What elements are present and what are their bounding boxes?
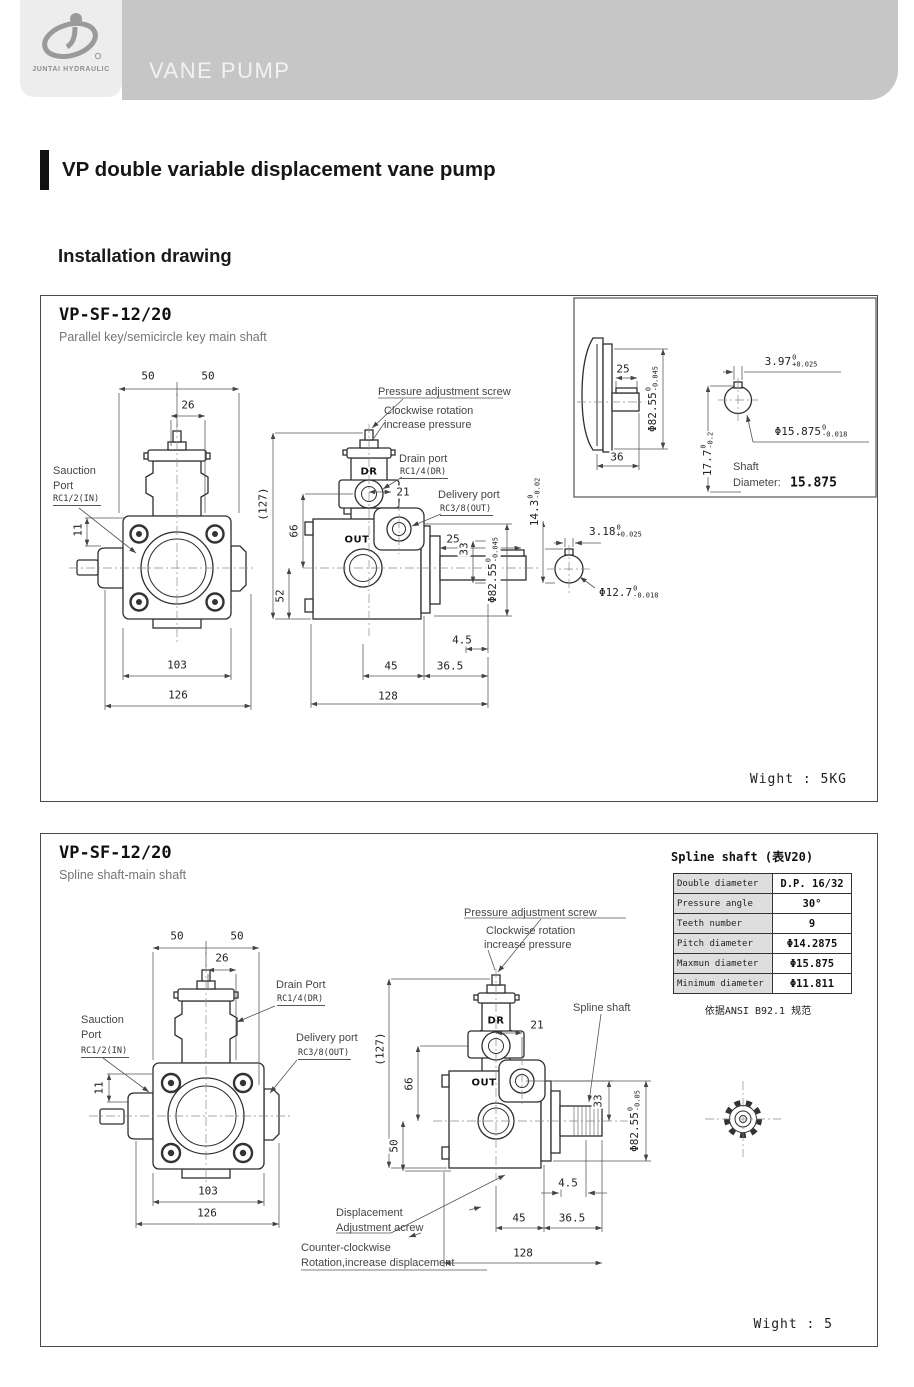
panel1-model: VP-SF-12/20 [59, 305, 172, 325]
spec-label: Teeth number [673, 913, 773, 934]
brand-logo: JUNTAI HYDRAULIC [20, 0, 122, 97]
front-view [89, 941, 298, 1228]
brand-name: JUNTAI HYDRAULIC [32, 66, 110, 73]
page-title: VP double variable displacement vane pum… [62, 158, 496, 181]
panel2-subtitle: Spline shaft-main shaft [59, 868, 187, 882]
section-heading: Installation drawing [58, 245, 232, 266]
spline-table-title: Spline shaft (表V20) [671, 850, 814, 864]
flange-bolts [129, 524, 225, 612]
spec-value: 30° [772, 893, 852, 914]
panel2-drawing [89, 917, 781, 1271]
spec-value: Φ11.811 [772, 973, 852, 994]
spline-table-footnote: 依据ANSI B92.1 规范 [704, 1006, 812, 1017]
header-banner: VANE PUMP [122, 0, 898, 100]
spec-label: Pressure angle [673, 893, 773, 914]
spec-value: 9 [772, 913, 852, 934]
panel1-drawing [69, 297, 877, 710]
panel1-subtitle: Parallel key/semicircle key main shaft [59, 330, 267, 344]
shaft-section [540, 521, 601, 593]
side-view [301, 917, 651, 1271]
spec-label: Minimum diameter [673, 973, 773, 994]
panel2-model: VP-SF-12/20 [59, 843, 172, 863]
side-view [270, 397, 539, 708]
spec-value: Φ14.2875 [772, 933, 852, 954]
spec-label: Double diameter [673, 873, 773, 894]
spline-section [705, 1081, 781, 1157]
flange-bolts [160, 1072, 254, 1164]
banner-title: VANE PUMP [149, 58, 291, 83]
spec-value: Φ15.875 [772, 953, 852, 974]
spec-label: Pitch diameter [673, 933, 773, 954]
page-title-row: VP double variable displacement vane pum… [40, 150, 496, 190]
title-accent-bar [40, 150, 49, 190]
front-view [69, 382, 255, 710]
panel2-weight: Wight : 5 [753, 1317, 833, 1332]
juntai-logo-icon [42, 13, 102, 60]
spec-label: Maxmun diameter [673, 953, 773, 974]
spec-value: D.P. 16/32 [772, 873, 852, 894]
panel1-weight: Wight : 5KG [749, 772, 847, 787]
shaft-detail-inset [573, 297, 877, 498]
